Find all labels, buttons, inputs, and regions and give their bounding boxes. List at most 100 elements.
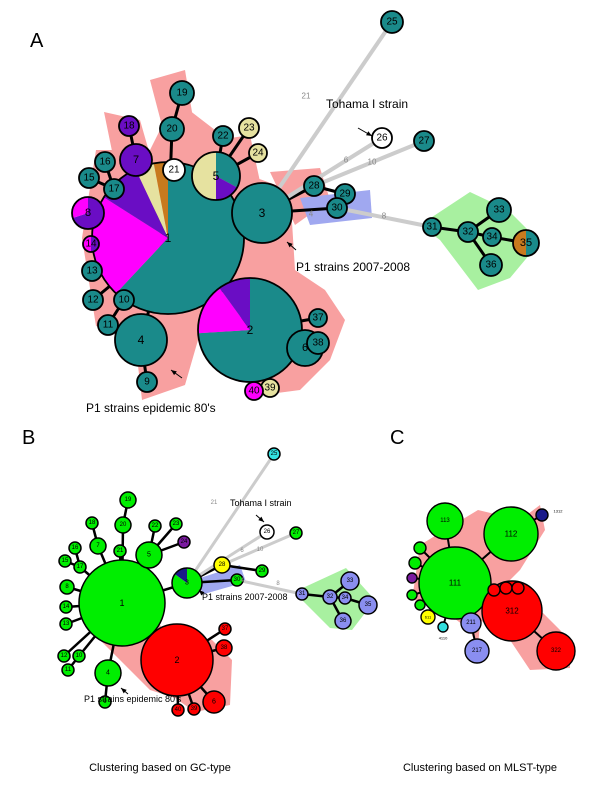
node-circle (238, 117, 260, 139)
panel_b-node-label: 33 (347, 578, 354, 584)
panel_b-node-label: 35 (365, 602, 372, 608)
panel_a-node-label: 29 (339, 189, 351, 200)
pie-slice (219, 278, 250, 330)
node-circle (215, 639, 233, 657)
panel_a-node-label: 8 (85, 207, 91, 219)
panel_b-node-label: 30 (234, 577, 241, 583)
node-circle (413, 541, 427, 555)
pie-slice (92, 197, 168, 294)
node-circle (422, 217, 442, 237)
panel_a-node-label: 14 (85, 239, 97, 250)
panel_b-node-label: 1 (119, 598, 124, 608)
panel_b-node-label: 39 (191, 706, 198, 712)
panel_b-node-16: 16 (68, 541, 82, 555)
node-circle (162, 158, 186, 182)
panel_b-node-5: 5 (135, 541, 163, 569)
node-circle (406, 572, 418, 584)
node-circle (482, 227, 502, 247)
panel_b-edge (221, 531, 297, 567)
panel_b-node-label: 6 (212, 699, 216, 706)
panel_b-node-label: 22 (152, 523, 159, 529)
panel_b-node-label: 9 (103, 699, 107, 705)
panel-b-p1-80s-annotation: P1 strains epidemic 80's (84, 694, 182, 704)
node-circle (413, 130, 435, 152)
node-circle (322, 589, 338, 605)
node-circle (169, 517, 183, 531)
node-outline (82, 235, 100, 253)
pie-slice (513, 230, 526, 256)
node-circle (98, 695, 112, 709)
node-circle (486, 197, 512, 223)
node-circle (72, 649, 86, 663)
panel_a-node-label: 12 (87, 295, 99, 306)
node-circle (169, 80, 195, 106)
pie-slice (172, 568, 203, 599)
panel_a-node-label: 11 (103, 320, 114, 331)
panel_a-node-4: 4 (114, 313, 168, 367)
panel_b-node-34: 34 (338, 591, 352, 605)
panel_c-node-1312: 1312 (535, 508, 564, 522)
panel_c-node-label: 1312 (554, 509, 564, 514)
panel_b-node-14: 14 (59, 600, 73, 614)
node-circle (338, 591, 352, 605)
panel_b-node-23: 23 (169, 517, 183, 531)
panel-a-tohama-arrow-head (366, 131, 372, 136)
panel_a-node-18: 18 (118, 115, 140, 137)
panel_a-node-label: 38 (312, 338, 324, 349)
panel_b-node-label: 37 (222, 626, 229, 632)
node-circle (457, 221, 479, 243)
panel_c-node-4110: 4110 (437, 621, 449, 641)
panel_b-node-label: 21 (117, 548, 124, 554)
panel_a-edge-label: 4 (309, 210, 314, 219)
node-circle (326, 197, 348, 219)
panel_b-node-19: 19 (119, 491, 137, 509)
panel_b-edge-label: 21 (211, 500, 218, 506)
panel_a-node-label: 3 (259, 206, 266, 220)
panel_a-node-label: 6 (302, 342, 308, 354)
panel_a-node-12: 12 (82, 289, 104, 311)
node-circle (483, 506, 539, 562)
panel-a-p1-2007-annotation: P1 strains 2007-2008 (296, 260, 410, 274)
panel_b-node-3: 3 (171, 567, 203, 599)
panel_b-node-1: 1 (78, 559, 166, 647)
panel_b-node-37: 37 (218, 622, 232, 636)
panel_a-node-36: 36 (479, 253, 503, 277)
node-circle (308, 308, 328, 328)
node-circle (68, 541, 82, 555)
panel_b-node-label: 29 (259, 568, 266, 574)
panel-b-p1-2007-arrow-head (199, 590, 205, 596)
node-outline (512, 229, 540, 257)
panel_a-node-label: 23 (243, 123, 255, 134)
panel-a-p1-80s-arrow-head (171, 370, 177, 376)
panel_a-node-label: 25 (386, 17, 398, 28)
panel_a-node-23: 23 (238, 117, 260, 139)
panel_a-node-7: 7 (119, 143, 153, 177)
panel_a-edge-label: 6 (344, 156, 349, 165)
node-circle (426, 502, 464, 540)
panel-a-tohama-annotation: Tohama I strain (326, 97, 408, 111)
panel_a-node-16: 16 (94, 151, 116, 173)
node-circle (414, 599, 426, 611)
panel_a-node-label: 4 (138, 333, 145, 347)
panel_a-node-17: 17 (103, 178, 125, 200)
node-circle (118, 115, 140, 137)
node-circle (487, 583, 501, 597)
panel_b-node-22: 22 (148, 519, 162, 533)
node-circle (334, 612, 352, 630)
panel_b-node-4: 4 (94, 659, 122, 687)
panel_c-node-label: 113 (440, 518, 450, 524)
pie-slice (153, 162, 168, 238)
node-circle (59, 617, 73, 631)
panel_b-edge-label: 6 (240, 548, 244, 554)
panel_b-node-label: 12 (61, 653, 68, 659)
node-circle (94, 151, 116, 173)
panel_c-node-111: 111 (418, 546, 492, 620)
node-circle (479, 253, 503, 277)
panel_c-node-unlabelled-11 (408, 556, 422, 570)
node-circle (113, 544, 127, 558)
panel-b-p1-80s-arrow-head (121, 688, 127, 694)
panel_c-node-label: 312 (505, 607, 519, 616)
panel_a-node-39: 39 (260, 378, 280, 398)
node-circle (380, 10, 404, 34)
node-circle (418, 546, 492, 620)
